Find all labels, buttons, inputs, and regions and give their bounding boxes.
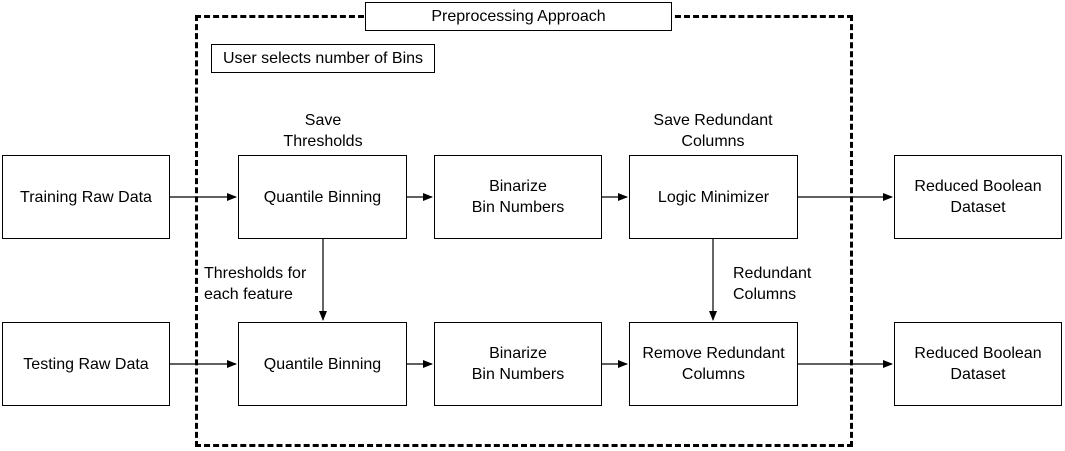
- reduced-boolean-dataset-training-box: Reduced Boolean Dataset: [894, 155, 1062, 239]
- bins-note: User selects number of Bins: [211, 44, 435, 73]
- redundant-columns-label: Redundant Columns: [733, 265, 812, 303]
- quantile-binning-testing-box: Quantile Binning: [238, 322, 407, 406]
- quantile-binning-training-box: Quantile Binning: [238, 155, 407, 239]
- logic-minimizer-box: Logic Minimizer: [629, 155, 798, 239]
- training-raw-data-box: Training Raw Data: [2, 155, 170, 239]
- save-thresholds-label: Save Thresholds: [283, 112, 363, 150]
- preprocessing-title: Preprocessing Approach: [365, 2, 672, 31]
- remove-redundant-columns-box: Remove Redundant Columns: [629, 322, 798, 406]
- testing-raw-data-box: Testing Raw Data: [2, 322, 170, 406]
- save-redundant-columns-label: Save Redundant Columns: [653, 112, 773, 150]
- thresholds-for-each-feature-label: Thresholds for each feature: [204, 265, 307, 303]
- binarize-bin-numbers-testing-box: Binarize Bin Numbers: [434, 322, 602, 406]
- binarize-bin-numbers-training-box: Binarize Bin Numbers: [434, 155, 602, 239]
- reduced-boolean-dataset-testing-box: Reduced Boolean Dataset: [894, 322, 1062, 406]
